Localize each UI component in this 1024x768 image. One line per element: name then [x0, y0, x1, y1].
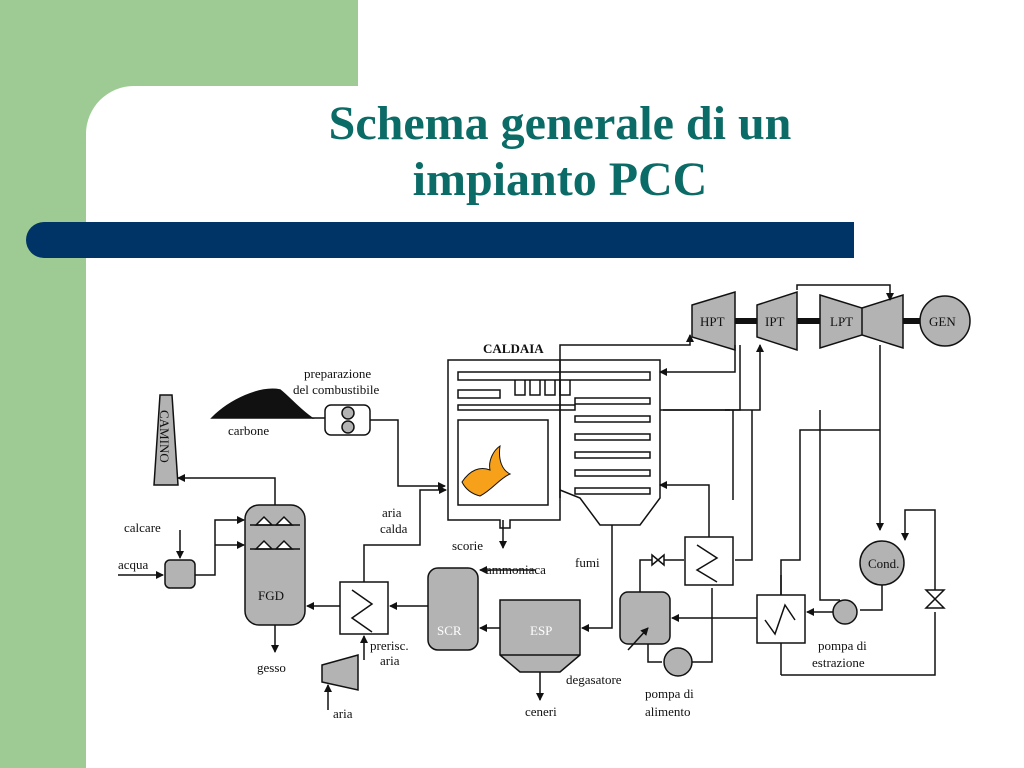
label-pompa-alimento-1: pompa di: [645, 686, 694, 701]
label-ammoniaca: ammoniaca: [486, 562, 546, 577]
generator: [919, 295, 971, 347]
slide-title: Schema generale di un impianto PCC: [150, 96, 970, 208]
label-cond: Cond.: [868, 556, 899, 571]
condenser-valve-icon: [924, 589, 946, 609]
label-fgd: FGD: [258, 588, 284, 603]
label-gen: GEN: [929, 314, 956, 329]
ipt-turbine: [756, 290, 798, 352]
flame-icon: [461, 444, 512, 497]
label-preparazione-2: del combustibile: [293, 382, 380, 397]
label-gesso: gesso: [257, 660, 286, 675]
title-line-1: Schema generale di un: [328, 97, 792, 150]
air-fan: [321, 654, 359, 691]
label-fumi: fumi: [575, 555, 600, 570]
label-acqua: acqua: [118, 557, 149, 572]
boiler: [447, 359, 661, 529]
extraction-pump: [832, 599, 858, 625]
degasser: [619, 591, 671, 645]
label-ipt: IPT: [765, 314, 785, 329]
feed-valve-icon: [651, 553, 665, 567]
title-line-2: impianto PCC: [412, 153, 708, 206]
limestone-mixer: [164, 559, 196, 589]
label-caldaia: CALDAIA: [483, 341, 544, 356]
label-prerisc-1: prerisc.: [370, 638, 409, 653]
label-pompa-estrazione-2: estrazione: [812, 655, 865, 670]
label-lpt: LPT: [830, 314, 853, 329]
fgd-unit: [244, 504, 306, 626]
feed-pump: [663, 647, 693, 677]
label-aria-calda-2: calda: [380, 521, 408, 536]
label-calcare: calcare: [124, 520, 161, 535]
label-carbone: carbone: [228, 423, 269, 438]
label-scr: SCR: [437, 623, 462, 638]
title-underline-bar: [26, 222, 854, 258]
label-preparazione-1: preparazione: [304, 366, 371, 381]
lp-feed-heater: [756, 594, 806, 644]
label-aria-calda-1: aria: [382, 505, 402, 520]
stack-camino: [153, 394, 179, 486]
label-esp: ESP: [530, 623, 552, 638]
air-preheater: [339, 581, 389, 635]
label-prerisc-2: aria: [380, 653, 400, 668]
label-pompa-estrazione-1: pompa di: [818, 638, 867, 653]
label-scorie: scorie: [452, 538, 483, 553]
label-ceneri: ceneri: [525, 704, 557, 719]
label-pompa-alimento-2: alimento: [645, 704, 691, 719]
coal-pile: [210, 388, 315, 419]
label-hpt: HPT: [700, 314, 725, 329]
label-degasatore: degasatore: [566, 672, 622, 687]
label-camino: CAMINO: [157, 410, 172, 463]
label-aria: aria: [333, 706, 353, 721]
scr-unit: [427, 567, 479, 651]
